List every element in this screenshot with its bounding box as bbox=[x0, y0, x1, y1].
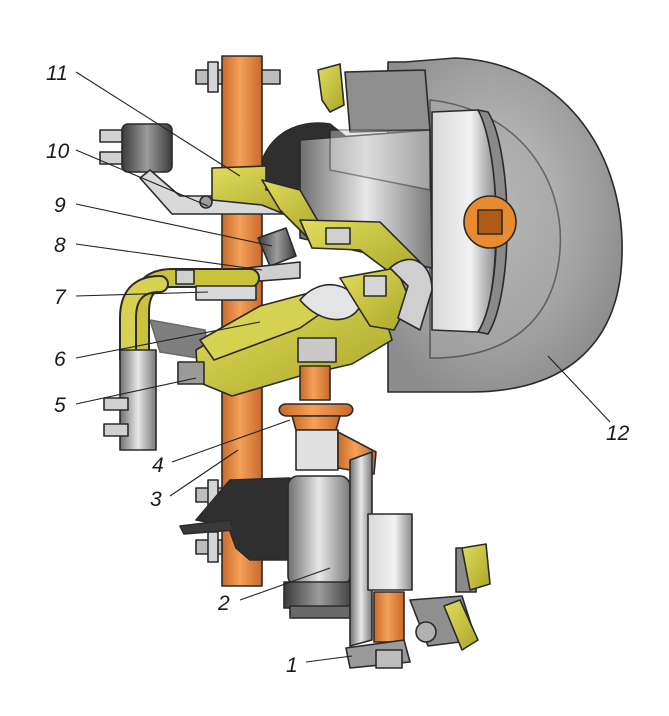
callout-label-10: 10 bbox=[46, 140, 70, 163]
cable-clamp bbox=[99, 123, 323, 241]
cable-lugs bbox=[103, 349, 157, 451]
spindle-collar bbox=[278, 365, 377, 475]
callout-label-4: 4 bbox=[152, 454, 164, 477]
leader-line-5 bbox=[75, 377, 197, 405]
callout-label-9: 9 bbox=[54, 194, 66, 217]
leader-line-7 bbox=[75, 291, 209, 297]
leader-line-10 bbox=[75, 149, 209, 207]
callout-label-11: 11 bbox=[46, 62, 68, 85]
clamp-bracket bbox=[149, 258, 433, 397]
callout-labels: 1 2 3 4 5 6 7 8 9 10 11 12 bbox=[46, 62, 630, 677]
leader-line-6 bbox=[75, 321, 261, 359]
leader-lines bbox=[75, 71, 611, 663]
callout-label-1: 1 bbox=[286, 654, 298, 677]
leader-line-8 bbox=[75, 243, 263, 271]
leader-line-9 bbox=[75, 203, 273, 247]
leader-line-2 bbox=[239, 567, 331, 601]
wheel-guard bbox=[317, 63, 431, 133]
callout-label-3: 3 bbox=[150, 488, 162, 511]
pneumatic-cylinder bbox=[179, 451, 413, 669]
grinding-wheel bbox=[387, 57, 623, 393]
callout-label-2: 2 bbox=[217, 592, 230, 615]
lever-arm bbox=[245, 219, 421, 283]
leader-line-12 bbox=[547, 355, 611, 423]
callout-label-6: 6 bbox=[54, 348, 66, 371]
leader-line-11 bbox=[75, 71, 241, 177]
leader-line-4 bbox=[171, 419, 291, 463]
tension-bracket bbox=[409, 543, 491, 651]
leader-line-3 bbox=[169, 449, 239, 497]
callout-label-8: 8 bbox=[54, 234, 66, 257]
callout-label-12: 12 bbox=[606, 422, 630, 445]
air-hose bbox=[119, 268, 260, 367]
leader-line-1 bbox=[305, 655, 353, 663]
callout-label-5: 5 bbox=[54, 394, 66, 417]
callout-label-7: 7 bbox=[54, 286, 67, 309]
